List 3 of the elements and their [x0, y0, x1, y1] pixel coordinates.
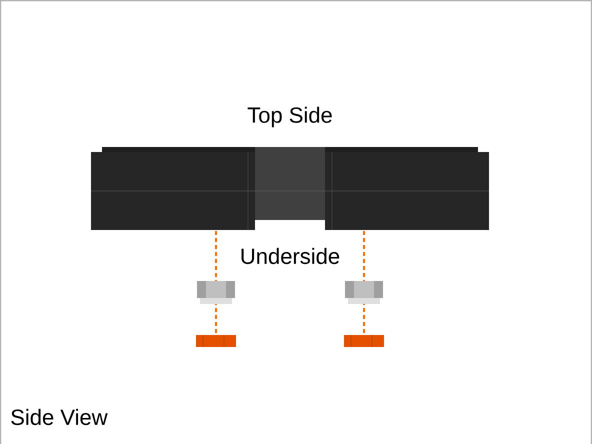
label: Top Side [248, 106, 332, 128]
label: Underside [242, 248, 340, 264]
label: Side View [11, 408, 108, 426]
